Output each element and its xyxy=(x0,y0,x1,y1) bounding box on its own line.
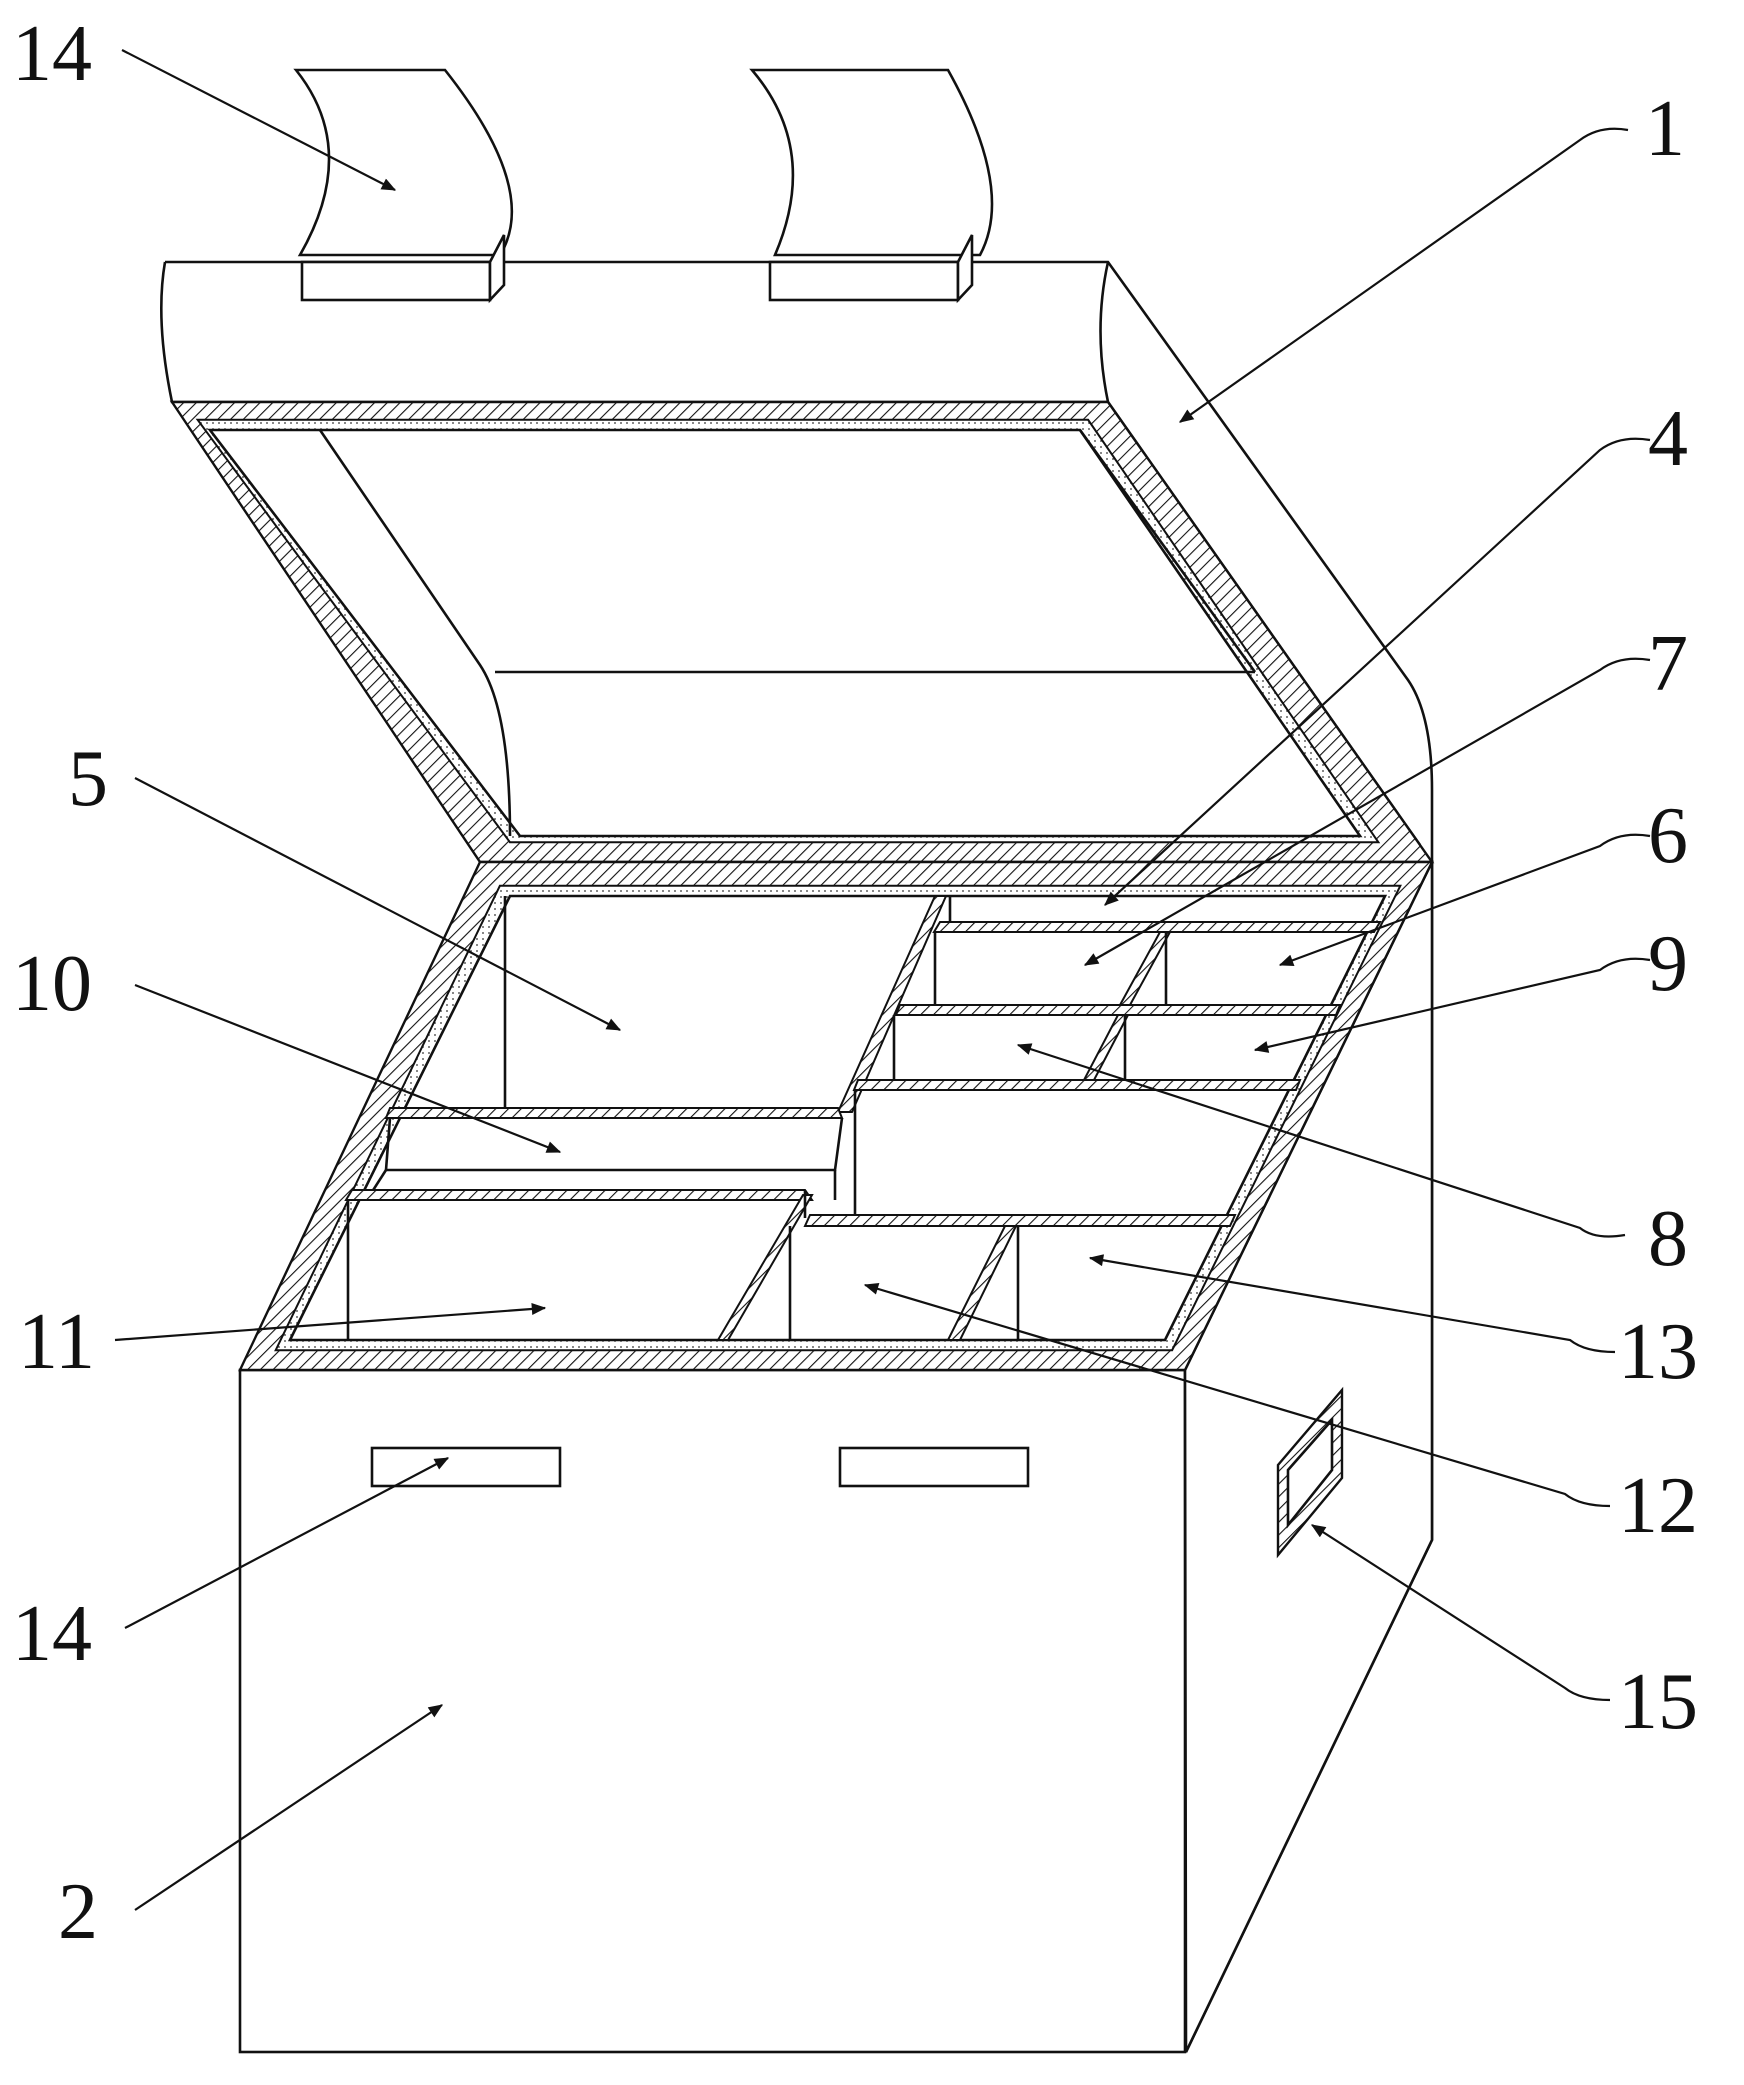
label-7: 7 xyxy=(1648,620,1688,708)
label-2: 2 xyxy=(58,1868,98,1956)
label-5: 5 xyxy=(68,735,108,823)
label-1: 1 xyxy=(1645,85,1685,173)
label-4: 4 xyxy=(1648,395,1688,483)
label-13: 13 xyxy=(1618,1308,1698,1396)
compartments xyxy=(344,895,1382,1341)
label-9: 9 xyxy=(1648,920,1688,1008)
reference-labels: 14 1 4 7 5 6 10 9 8 11 13 12 14 15 2 xyxy=(12,10,1698,1956)
side-window xyxy=(1276,1386,1344,1559)
label-11: 11 xyxy=(18,1298,95,1386)
lid-handle-right xyxy=(749,68,994,304)
label-8: 8 xyxy=(1648,1195,1688,1283)
label-10: 10 xyxy=(12,940,92,1028)
leader-lines xyxy=(114,49,1651,1911)
front-handle-right xyxy=(838,1446,1030,1488)
label-15: 15 xyxy=(1618,1658,1698,1746)
label-14-top: 14 xyxy=(12,10,92,98)
label-6: 6 xyxy=(1648,792,1688,880)
front-handle-left xyxy=(370,1446,562,1488)
label-12: 12 xyxy=(1618,1462,1698,1550)
lid-handle-left xyxy=(293,68,514,304)
label-14-front: 14 xyxy=(12,1590,92,1678)
